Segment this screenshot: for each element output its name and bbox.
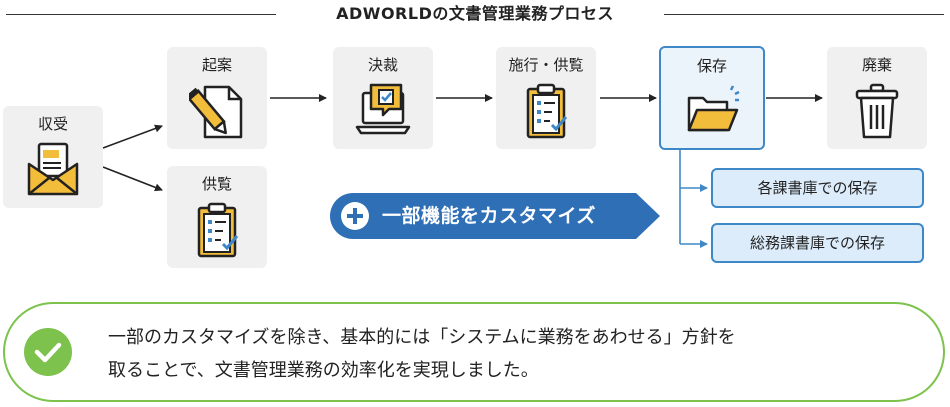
storage-option-general-affairs-archive: 総務課書庫での保存 [711, 223, 924, 263]
laptop-check-icon [355, 83, 411, 135]
pen-document-icon [189, 85, 243, 139]
step-enforce: 施行・供覧 [496, 47, 596, 149]
customization-callout: 一部機能をカスタマイズ [330, 193, 660, 239]
summary-line-2: 取ることで、文書管理業務の効率化を実現しました。 [108, 360, 539, 381]
diagram-title: ADWORLDの文書管理業務プロセス [0, 0, 950, 28]
title-rule-right [664, 14, 944, 15]
summary-line-1: 一部のカスタマイズを除き、基本的には「システムに業務をあわせる」方針を [108, 327, 736, 348]
open-folder-icon [687, 85, 740, 132]
step-dispose: 廃棄 [827, 47, 927, 149]
step-dispose-label: 廃棄 [861, 56, 892, 74]
summary-text: 一部のカスタマイズを除き、基本的には「システムに業務をあわせる」方針を 取ること… [108, 321, 928, 387]
customization-label: 一部機能をカスタマイズ [382, 205, 596, 227]
step-draft-label: 起案 [201, 56, 232, 74]
step-store: 保存 [659, 46, 765, 150]
title-rule-left [6, 14, 276, 15]
arrow-receive-circulate [102, 166, 163, 192]
envelope-document-icon [27, 142, 79, 196]
step-receive: 収受 [3, 106, 103, 208]
step-store-label: 保存 [696, 57, 727, 75]
clipboard-checklist-icon [526, 83, 568, 139]
summary-note: 一部のカスタマイズを除き、基本的には「システムに業務をあわせる」方針を 取ること… [3, 302, 945, 402]
step-enforce-label: 施行・供覧 [508, 56, 584, 74]
step-receive-label: 収受 [37, 115, 68, 133]
clipboard-checklist-icon [197, 202, 239, 258]
storage-option-section-archive: 各課書庫での保存 [711, 168, 924, 208]
check-circle-icon [24, 328, 72, 376]
step-circulate-label: 供覧 [201, 175, 232, 193]
step-approve: 決裁 [333, 47, 433, 149]
trash-can-icon [855, 83, 899, 139]
callout-shape [330, 193, 660, 239]
step-approve-label: 決裁 [367, 56, 398, 74]
arrow-receive-draft [102, 124, 163, 149]
step-draft: 起案 [167, 47, 267, 149]
step-circulate: 供覧 [167, 166, 267, 268]
